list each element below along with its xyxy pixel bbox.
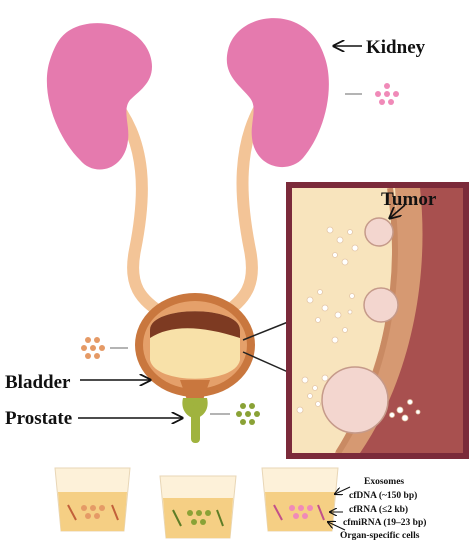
kidney-cell-dots [375, 83, 399, 105]
zoom-line-bottom [242, 351, 289, 373]
prostate-cell-dots [236, 403, 260, 425]
bladder-icon [135, 293, 255, 400]
urine-cup-icon [159, 475, 237, 539]
tumor-zoom-panel [286, 182, 469, 459]
legend-exosomes: Exosomes [364, 477, 404, 487]
prostate-icon [182, 398, 208, 443]
zoom-line-top [242, 321, 289, 341]
urine-cup-icon [261, 467, 339, 532]
legend-organ-cells: Organ-specific cells [340, 531, 420, 541]
prostate-label: Prostate [5, 408, 72, 429]
tumor-icon [321, 217, 399, 434]
kidney-label: Kidney [366, 37, 426, 58]
right-kidney-icon [226, 18, 329, 168]
tumor-arrow [390, 204, 406, 218]
legend-cfmirna: cfmiRNA (19–23 bp) [343, 517, 426, 528]
legend-cfdna: cfDNA (~150 bp) [349, 490, 417, 501]
bladder-cell-dots [81, 337, 105, 359]
tumor-label: Tumor [381, 189, 437, 210]
bladder-label: Bladder [5, 372, 71, 393]
legend-arrow-organ-cells [328, 522, 346, 531]
legend-arrow-exosomes [335, 486, 351, 494]
legend-cfrna: cfRNA (≤2 kb) [349, 504, 408, 515]
urine-cup-icon [54, 467, 131, 532]
right-ureter [216, 89, 274, 321]
left-kidney-icon [46, 23, 152, 170]
left-ureter [102, 89, 171, 321]
